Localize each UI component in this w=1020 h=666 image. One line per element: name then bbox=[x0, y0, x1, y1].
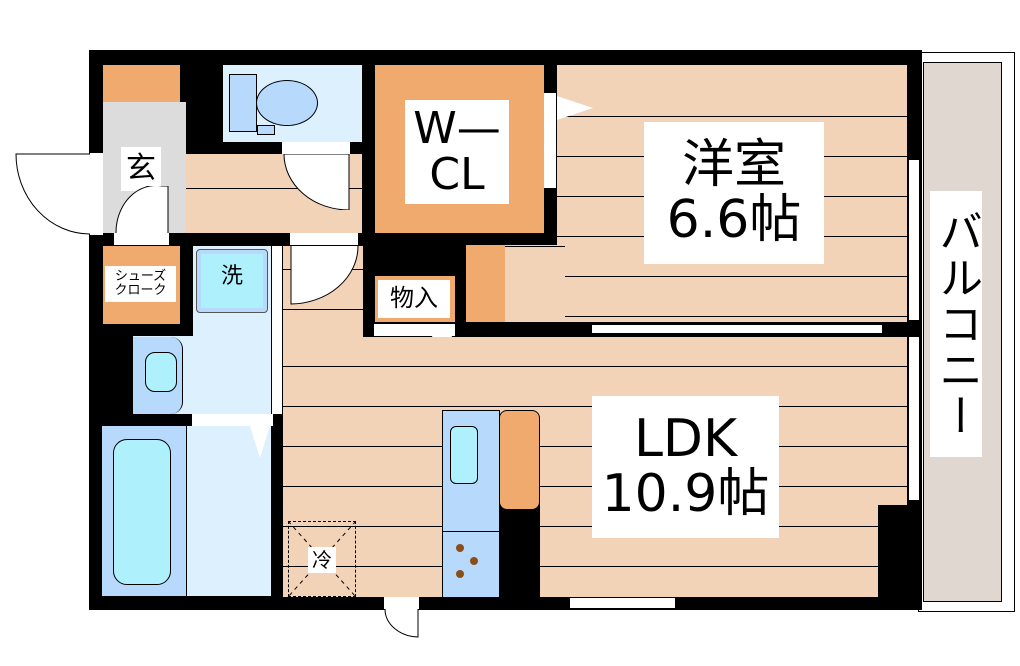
ldk-size: 10.9帖 bbox=[601, 464, 770, 524]
wcl-door[interactable] bbox=[544, 93, 556, 188]
fridge-space bbox=[288, 521, 356, 597]
hallway-door[interactable] bbox=[290, 233, 358, 245]
storage-label: 物入 bbox=[378, 280, 450, 318]
entrance-label: 玄 bbox=[121, 147, 161, 191]
ldk-bottom-window[interactable] bbox=[570, 597, 675, 609]
front-door[interactable] bbox=[90, 153, 103, 235]
balcony-label: バルコニー bbox=[930, 191, 982, 457]
western-room-name: 洋室 bbox=[681, 135, 786, 196]
western-closet-strip bbox=[466, 245, 505, 322]
shoes-cloak-label: シューズ クローク bbox=[105, 266, 176, 302]
western-ldk-sliding-door[interactable] bbox=[592, 324, 882, 334]
hallway-door-swing-icon bbox=[290, 246, 359, 305]
front-door-swing-icon bbox=[15, 153, 90, 235]
ldk-bottom-door[interactable] bbox=[384, 597, 419, 609]
western-balcony-window[interactable] bbox=[908, 160, 920, 320]
shoe-storage-top bbox=[103, 65, 180, 102]
bathtub-icon bbox=[113, 439, 171, 585]
shoe-closet-door[interactable] bbox=[114, 233, 169, 245]
door-arrow-icon bbox=[557, 96, 593, 120]
ldk-label: LDK 10.9帖 bbox=[592, 396, 779, 538]
ldk-balcony-window[interactable] bbox=[908, 337, 920, 500]
stove-burner-icon bbox=[470, 557, 478, 565]
door-arrow-icon bbox=[250, 426, 270, 458]
stove-burner-icon bbox=[456, 570, 464, 578]
kitchen-wall bbox=[500, 500, 540, 598]
walk-in-closet-label: W— CL bbox=[405, 100, 509, 204]
toilet-bowl-icon bbox=[256, 80, 318, 126]
toilet-tank-icon bbox=[229, 74, 257, 132]
western-room-size: 6.6帖 bbox=[666, 190, 802, 250]
bottom-door-swing-icon bbox=[384, 609, 419, 638]
sink-icon bbox=[450, 426, 478, 484]
bathroom-door[interactable] bbox=[192, 414, 273, 426]
shoe-closet-door-swing-icon bbox=[115, 186, 169, 234]
fridge-label: 冷 bbox=[308, 547, 336, 573]
stove-burner-icon bbox=[456, 544, 464, 552]
ldk-corner-pillar bbox=[878, 505, 908, 597]
ldk-name: LDK bbox=[633, 409, 738, 470]
toilet-door[interactable] bbox=[282, 142, 350, 154]
stove-divider bbox=[442, 531, 500, 532]
washroom-sliding-door[interactable] bbox=[271, 246, 283, 414]
washer-label: 洗 bbox=[218, 262, 246, 292]
toilet-door-swing-icon bbox=[283, 154, 350, 210]
toilet-lid-icon bbox=[257, 125, 275, 135]
storage-door[interactable] bbox=[374, 324, 455, 336]
western-room-label: 洋室 6.6帖 bbox=[644, 122, 824, 264]
vanity-sink-icon bbox=[145, 352, 177, 392]
kitchen-cabinet bbox=[499, 410, 540, 510]
western-room-lower bbox=[505, 245, 565, 322]
